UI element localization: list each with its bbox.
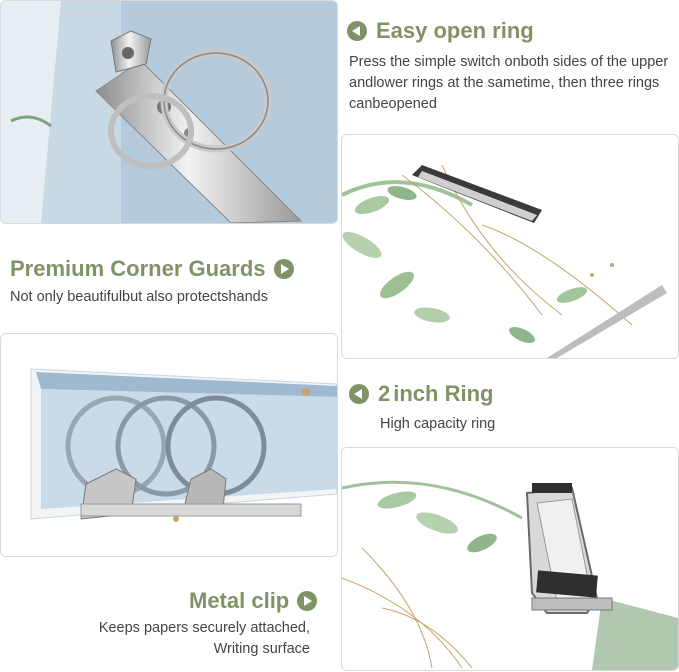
arrow-right-circle-icon — [273, 259, 294, 279]
ring-binder-photo — [0, 333, 338, 557]
ring-mechanism-photo — [0, 0, 338, 224]
corner-guards-title: Premium Corner Guards — [10, 256, 266, 281]
metal-clip-heading: Metal clip — [189, 588, 318, 614]
two-inch-ring-heading: 2 inch Ring — [349, 381, 493, 407]
metal-clip-photo — [341, 447, 679, 671]
ring-size-number: 2 — [378, 381, 391, 406]
arrow-right-circle-icon — [297, 591, 318, 611]
easy-open-ring-description: Press the simple switch onboth sides of … — [349, 54, 669, 112]
ring-mechanism-illustration — [1, 1, 337, 223]
easy-open-ring-heading: Easy open ring — [347, 18, 534, 44]
metal-clip-title: Metal clip — [189, 588, 290, 613]
ring-binder-illustration — [1, 334, 337, 556]
corner-guards-heading: Premium Corner Guards — [10, 256, 294, 282]
easy-open-ring-title: Easy open ring — [376, 18, 534, 43]
clipboard-corner-illustration — [342, 135, 678, 358]
clipboard-corner-photo — [341, 134, 679, 359]
arrow-left-circle-icon — [349, 384, 369, 404]
corner-guards-description: Not only beautifulbut also protectshands — [10, 289, 268, 305]
metal-clip-description-line2: Writing surface — [213, 641, 310, 657]
metal-clip-description-line1: Keeps papers securely attached, — [98, 620, 310, 636]
arrow-left-circle-icon — [347, 21, 367, 41]
two-inch-ring-description: High capacity ring — [380, 416, 496, 432]
metal-clip-illustration — [342, 448, 678, 670]
ring-size-title: inch Ring — [393, 381, 494, 406]
